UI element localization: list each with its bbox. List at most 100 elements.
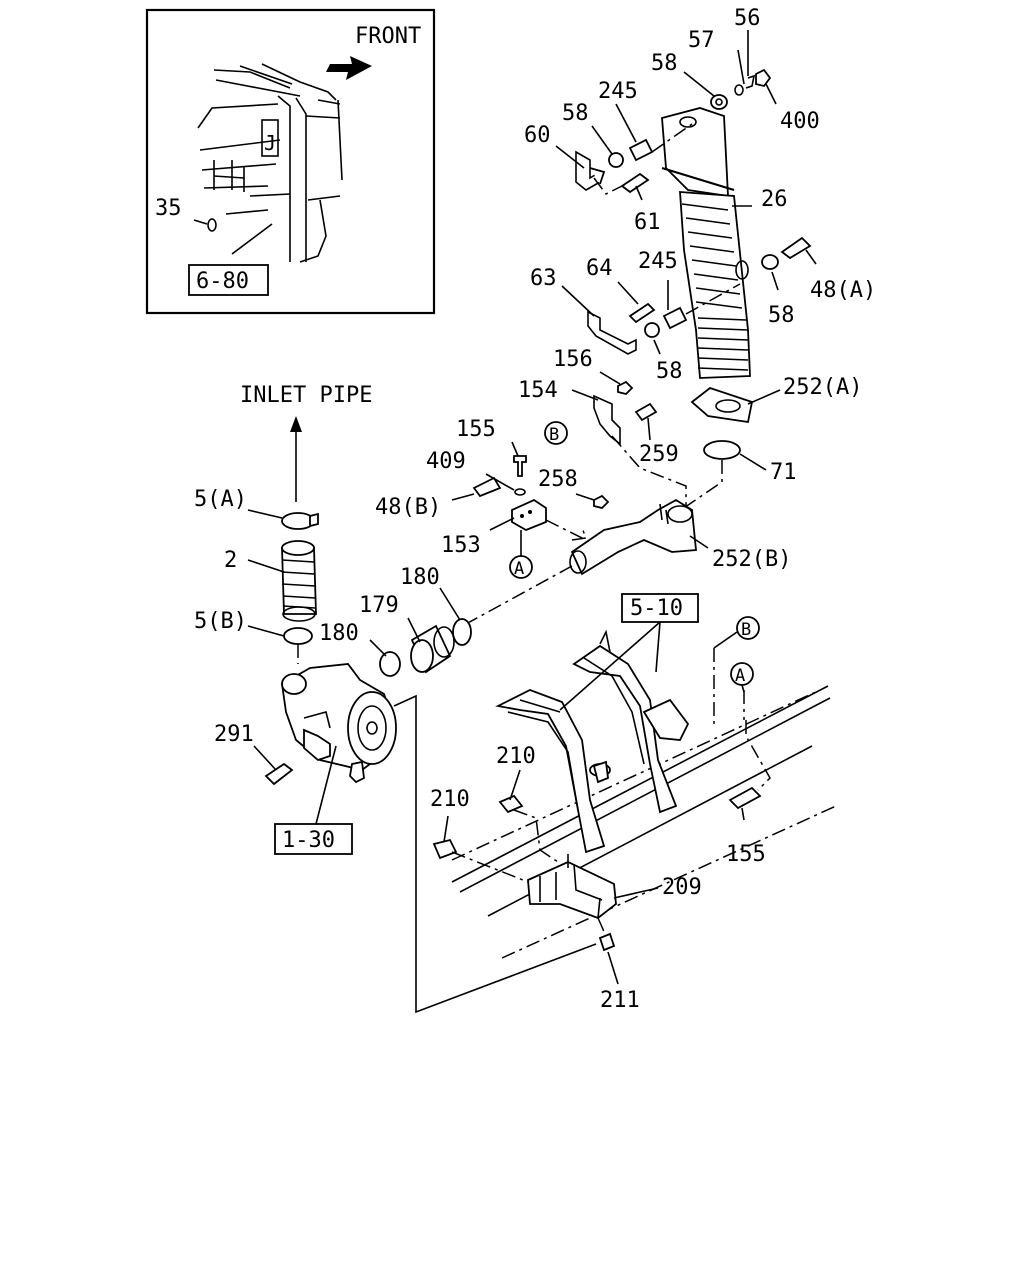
callout-5b: 5(B) <box>194 609 247 634</box>
part-58-nut-c <box>761 254 779 270</box>
part-58-nut <box>710 94 728 110</box>
cab-letter: J <box>264 131 276 155</box>
leader-lines <box>247 30 817 985</box>
part-209-bracket <box>527 854 617 920</box>
svg-text:A: A <box>735 666 745 686</box>
part-58-nut-d <box>644 322 660 338</box>
part-58-nut-b <box>608 152 624 168</box>
callout-61: 61 <box>634 210 661 235</box>
part-5b-clamp <box>283 627 313 645</box>
svg-text:B: B <box>741 620 751 640</box>
air-cleaner <box>281 663 397 784</box>
part-210-bolt-a <box>498 794 524 814</box>
part-57-washer <box>734 84 744 96</box>
part-258-nut <box>593 494 610 509</box>
callout-180: 180 <box>400 565 440 590</box>
callout-400: 400 <box>780 109 820 134</box>
callout-63: 63 <box>530 266 557 291</box>
part-71-clamp <box>703 440 741 460</box>
svg-text:A: A <box>514 559 524 579</box>
ref-box-1-30 <box>274 823 353 855</box>
callout-252b: 252(B) <box>712 547 791 572</box>
ref-6-80: 6-80 <box>196 269 249 294</box>
callout-58: 58 <box>768 303 795 328</box>
part-179-hose <box>410 624 455 674</box>
part-63-bracket <box>587 310 637 355</box>
part-291-bolt <box>264 762 294 786</box>
callout-48a: 48(A) <box>810 278 876 303</box>
ref-5-10: 5-10 <box>630 596 683 621</box>
callout-211: 211 <box>600 988 640 1013</box>
part-61-bolt <box>620 172 650 194</box>
callout-58: 58 <box>656 359 683 384</box>
marker-a-1: A <box>509 530 533 579</box>
part-245-spacer <box>628 138 654 162</box>
marker-a-2: A <box>730 662 754 693</box>
part-35-plug <box>207 218 217 232</box>
callout-179: 179 <box>359 593 399 618</box>
callout-180: 180 <box>319 621 359 646</box>
svg-text:B: B <box>549 425 559 445</box>
callout-409: 409 <box>426 449 466 474</box>
callout-labels: 56 57 58 245 400 58 60 61 26 64 245 63 4… <box>194 6 876 1013</box>
callout-245: 245 <box>638 249 678 274</box>
inset-view: FRONT J 35 6-80 <box>145 8 436 315</box>
callout-56: 56 <box>734 6 761 31</box>
callout-155: 155 <box>726 842 766 867</box>
part-245-spacer-b <box>662 306 688 330</box>
part-154-bracket <box>593 394 621 446</box>
intake-pipe-assembly <box>465 380 697 625</box>
snorkel-assembly <box>575 68 812 521</box>
part-2-hose <box>281 540 317 622</box>
front-label: FRONT <box>355 24 421 49</box>
part-180-clamp-b <box>379 651 401 677</box>
callout-245: 245 <box>598 79 638 104</box>
callout-60: 60 <box>524 123 551 148</box>
inset-frame <box>145 8 436 315</box>
part-252a-adapter <box>690 386 754 424</box>
marker-b-2: B <box>713 616 760 649</box>
inlet-assembly: INLET PIPE <box>240 383 597 1014</box>
callout-156: 156 <box>553 347 593 372</box>
part-409-washer <box>514 488 526 496</box>
frame-assembly <box>432 593 837 959</box>
part-56-clip <box>745 74 756 89</box>
callout-2: 2 <box>224 548 237 573</box>
part-211-nut <box>598 932 616 952</box>
callout-210: 210 <box>496 744 536 769</box>
part-48a-bolt <box>780 236 812 260</box>
duct-bellows <box>679 191 751 379</box>
callout-252a: 252(A) <box>783 375 862 400</box>
callout-153: 153 <box>441 533 481 558</box>
part-400-nut <box>755 68 772 88</box>
callout-58: 58 <box>651 51 678 76</box>
part-252b-elbow <box>569 498 697 576</box>
callout-48b: 48(B) <box>375 495 441 520</box>
callout-58: 58 <box>562 101 589 126</box>
callout-155: 155 <box>456 417 496 442</box>
front-arrow-icon <box>326 56 372 80</box>
callout-154: 154 <box>518 378 558 403</box>
ref-1-30: 1-30 <box>282 828 335 853</box>
callout-209: 209 <box>662 875 702 900</box>
callout-64: 64 <box>586 256 613 281</box>
marker-b-1: B <box>544 421 568 445</box>
callout-35: 35 <box>155 196 182 221</box>
part-155-bolt <box>513 455 527 477</box>
part-48b-bolt <box>472 476 502 498</box>
inlet-arrow-icon <box>290 416 302 502</box>
callout-210: 210 <box>430 787 470 812</box>
callout-258: 258 <box>538 467 578 492</box>
part-156-nut <box>617 380 634 395</box>
callout-259: 259 <box>639 442 679 467</box>
part-259-bolt <box>634 402 658 422</box>
callout-71: 71 <box>770 460 797 485</box>
callout-57: 57 <box>688 28 715 53</box>
ref-box-6-80 <box>188 264 269 296</box>
part-180-clamp-a <box>452 618 472 646</box>
bracket-5-10 <box>495 629 690 854</box>
part-153-bracket <box>511 498 547 531</box>
part-210-bolt-b <box>432 838 458 860</box>
part-64-bolt <box>628 302 656 324</box>
